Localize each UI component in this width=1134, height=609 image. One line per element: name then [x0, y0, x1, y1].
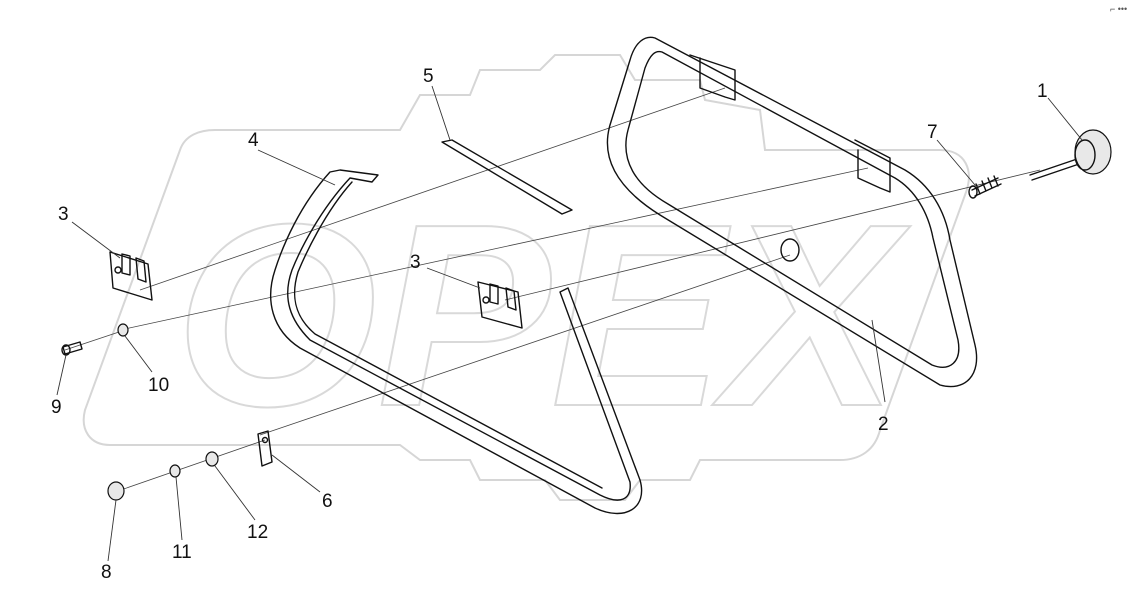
part-6-plate: [257, 430, 273, 467]
frame-top-flange: [689, 54, 736, 101]
assembly-axes: [64, 87, 1041, 493]
part-1-knob: [1029, 129, 1112, 181]
callout-10: 10: [148, 375, 169, 396]
leader-3b: [426, 267, 481, 289]
callout-8: 8: [101, 562, 112, 583]
callout-4: 4: [248, 130, 259, 151]
part-5-strip: [441, 139, 573, 215]
callout-3-right: 3: [410, 252, 421, 273]
leader-12: [214, 465, 256, 521]
leader-1: [1047, 97, 1083, 141]
part-7-spring: [968, 175, 1002, 199]
part-9-bolt: [62, 341, 83, 355]
leader-5: [431, 85, 451, 141]
part-11-lock-washer: [169, 464, 181, 478]
callout-5: 5: [423, 66, 434, 87]
knob-shaft: [1029, 157, 1083, 181]
leader-4: [257, 149, 336, 186]
axis-hinge: [504, 169, 1041, 301]
callout-2: 2: [878, 414, 889, 435]
watermark-gear-outline: [82, 54, 970, 501]
hinge-left-knuckle: [121, 253, 147, 283]
spring-coils: [971, 175, 1002, 197]
part-4-strap: [269, 169, 643, 515]
spring-end: [968, 185, 978, 199]
strap-outer: [269, 169, 643, 515]
callout-6: 6: [322, 491, 333, 512]
leader-11: [175, 476, 183, 541]
callout-9: 9: [51, 397, 62, 418]
callout-11: 11: [172, 542, 192, 563]
hinge-left-plate: [109, 251, 153, 301]
axis-upper: [139, 87, 726, 291]
part-8-nut: [107, 481, 125, 501]
callout-7: 7: [927, 122, 938, 143]
leader-7: [936, 139, 976, 186]
frame-bushing: [780, 238, 800, 262]
watermark-logo-text: OPEX: [175, 171, 911, 461]
strap-inner-line: [293, 181, 603, 489]
callout-labels: 1 2 3 3 4 5 6 7 8 9 10 11 12: [51, 66, 1048, 583]
callout-1: 1: [1037, 81, 1048, 102]
axis-mid: [119, 167, 869, 331]
part-10-washer: [117, 323, 129, 337]
plate-outline: [257, 430, 273, 467]
leader-8: [107, 499, 117, 562]
hinge-right-plate: [477, 281, 523, 329]
callout-12: 12: [247, 522, 268, 543]
fasteners: [61, 323, 219, 501]
axis-lower: [259, 254, 791, 436]
hinge-right-knuckle: [489, 283, 517, 311]
hinge-left-hole: [114, 266, 122, 274]
watermark: OPEX: [82, 54, 970, 501]
leader-3a: [71, 221, 121, 259]
corner-mark: ⌐ •••: [1110, 4, 1127, 14]
frame-outer: [606, 36, 978, 388]
part-12-washer: [205, 451, 219, 467]
part-3-hinge-left: [109, 251, 153, 301]
frame-inner: [625, 50, 960, 368]
axis-bolt: [64, 329, 126, 351]
hinge-right-hole: [482, 296, 490, 304]
plate-hole: [261, 436, 269, 444]
callout-3-left: 3: [58, 204, 69, 225]
axis-fasteners: [114, 439, 266, 493]
knob-body: [1074, 129, 1112, 175]
frame-right-flange: [854, 139, 891, 193]
part-2-frame: [606, 36, 978, 388]
part-3-hinge-right: [477, 281, 523, 329]
strip-outline: [441, 139, 573, 215]
leader-lines: [56, 85, 1083, 562]
knob-face: [1074, 139, 1096, 171]
leader-6: [271, 454, 321, 493]
leader-2: [871, 319, 886, 403]
leader-10: [124, 335, 153, 373]
leader-9: [56, 354, 67, 396]
